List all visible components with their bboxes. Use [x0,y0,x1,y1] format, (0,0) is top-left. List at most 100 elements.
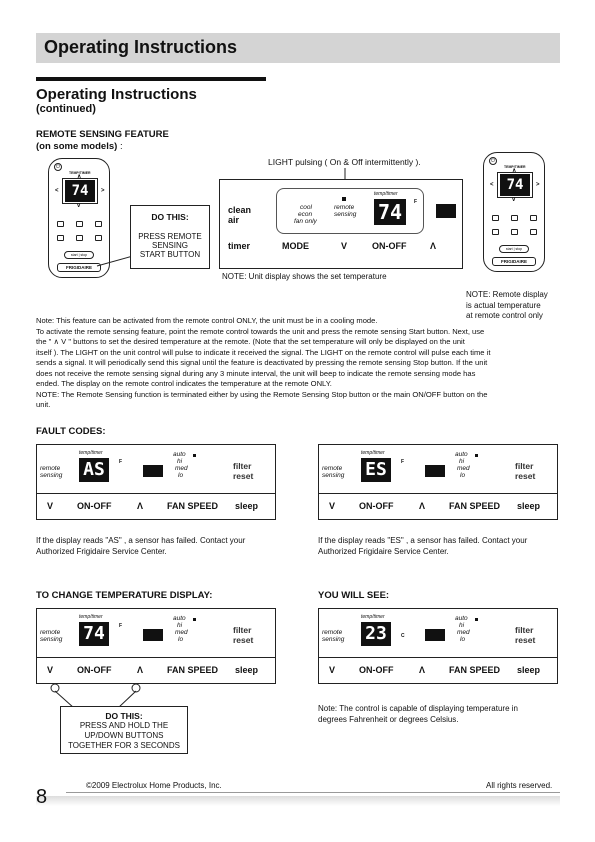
body-line: the " ∧ V " buttons to set the desired t… [36,337,465,346]
temp-timer-label: temp/timer [361,450,385,456]
footer-rule [66,792,560,793]
status-block [143,629,163,641]
onoff-button: ON-OFF [77,501,112,511]
remote-control-left: ⏻ TEMP/TIMER 74 ∧ v < > start | stop FRI… [48,158,110,278]
remote-digits: 74 [500,174,530,196]
speed-med: med [175,629,188,636]
you-will-see-heading: YOU WILL SEE: [318,590,390,601]
rights: All rights reserved. [486,781,553,790]
fault-codes-heading: FAULT CODES: [36,426,106,437]
remote-sensing-label: remote sensing [334,204,357,218]
filter-reset-label: filter reset [233,625,254,645]
body-line: NOTE: The Remote Sensing function is ter… [36,389,488,399]
unit-label: C [401,633,405,639]
do-this-line: TOGETHER FOR 3 SECONDS [68,741,180,750]
speed-hi: hi [459,458,465,465]
sleep-button: sleep [517,501,541,511]
filter-reset-label: filter reset [233,461,254,481]
page-title: Operating Instructions [36,86,197,103]
pointer-line [96,255,134,267]
down-arrow-icon: v [512,197,516,203]
brand-logo: FRIGIDAIRE [492,257,536,266]
celsius-note: Note: The control is capable of displayi… [318,704,518,725]
unit-digits: 74 [374,199,406,225]
fan-speed-button: FAN SPEED [449,501,501,511]
speed-med: med [457,629,470,636]
remote-button [95,221,102,227]
remote-button [530,215,537,221]
panel-divider [319,657,557,658]
fault-as-caption: If the display reads "AS" , a sensor has… [36,536,245,557]
down-arrow-icon: v [77,203,81,209]
body-line: unit. [36,400,51,409]
down-button: V [329,501,336,511]
up-button: Λ [137,501,144,511]
onoff-button: ON-OFF [77,665,112,675]
remote-sensing-label: remote sensing [322,465,345,479]
body-line: Note: This feature can be activated from… [36,316,378,325]
page-number: 8 [36,786,48,808]
fault-panel-es: remote sensing temp/timer ES F auto hi m… [318,444,558,520]
remote-sensing-label: remote sensing [322,629,345,643]
down-button: V [329,665,336,675]
fault-panel-as: remote sensing temp/timer AS F auto hi m… [36,444,276,520]
caption-line: Authorized Frigidaire Service Center. [318,546,449,556]
remote-sensing-label: remote sensing [40,629,63,643]
temp-timer-label: temp/timer [79,614,103,620]
fault-es-caption: If the display reads "ES" , a sensor has… [318,536,527,557]
copyright: ©2009 Electrolux Home Products, Inc. [86,781,222,790]
speed-lo: lo [460,636,466,643]
remote-button [57,235,64,241]
speed-auto: auto [455,615,468,622]
speed-auto: auto [455,451,468,458]
up-arrow-icon: ∧ [512,168,517,174]
note-line: at remote control only [466,311,543,320]
remote-button [76,221,83,227]
power-icon: ⏻ [489,157,497,165]
do-this-line: SENSING [151,241,188,250]
speed-indicator [475,618,478,621]
section-rule [36,77,266,81]
remote-control-right: ⏻ TEMP/TIMER 74 ∧ v < > start | stop FRI… [483,152,545,272]
note-line: degrees Fahrenheit or degrees Celsius. [318,714,459,724]
sleep-button: sleep [517,665,541,675]
temp-timer-label: temp/timer [79,450,103,456]
do-this-line: UP/DOWN BUTTONS [84,731,164,740]
up-arrow-icon: ∧ [77,174,82,180]
do-this-line: START BUTTON [139,250,201,259]
mode-button: MODE [282,241,309,251]
unit-control-panel: clean air cool econ fan only remote sens… [219,179,463,269]
unit-display-note: NOTE: Unit display shows the set tempera… [222,272,387,281]
right-arrow-icon: > [101,188,105,194]
remote-temp-label: TEMP/TIMER [504,165,526,169]
body-line: ended. The display on the remote control… [36,379,332,388]
temp-display: 74 [79,622,109,646]
caption-line: If the display reads "ES" , a sensor has… [318,536,528,545]
remote-button [492,215,499,221]
body-line: sends a signal. It will periodically sen… [36,358,488,367]
brand-logo: FRIGIDAIRE [57,263,101,272]
body-line: does not receive the remote sensing sign… [36,368,476,378]
sleep-button: sleep [235,501,259,511]
unit-label: F [401,459,405,465]
remote-button [511,229,518,235]
fan-speed-button: FAN SPEED [167,665,219,675]
temp-display: 23 [361,622,391,646]
caption-line: Authorized Frigidaire Service Center. [36,546,167,556]
mode-label-cool: cool [300,204,312,211]
fan-speed-button: FAN SPEED [449,665,501,675]
remote-button [76,235,83,241]
speed-med: med [175,465,188,472]
power-icon: ⏻ [54,163,62,171]
indicator-light [342,197,346,201]
do-this-title: DO THIS: [151,212,189,222]
remote-sensing-start-button: start | stop [64,251,94,259]
unit-label: F [414,199,418,205]
speed-auto: auto [173,451,186,458]
remote-sensing-heading: REMOTE SENSING FEATURE [36,129,169,140]
status-block [436,204,456,218]
body-line: To activate the remote sensing feature, … [36,326,485,336]
do-this-line: PRESS AND HOLD THE [79,721,169,730]
up-button: Λ [137,665,144,675]
status-block [143,465,163,477]
